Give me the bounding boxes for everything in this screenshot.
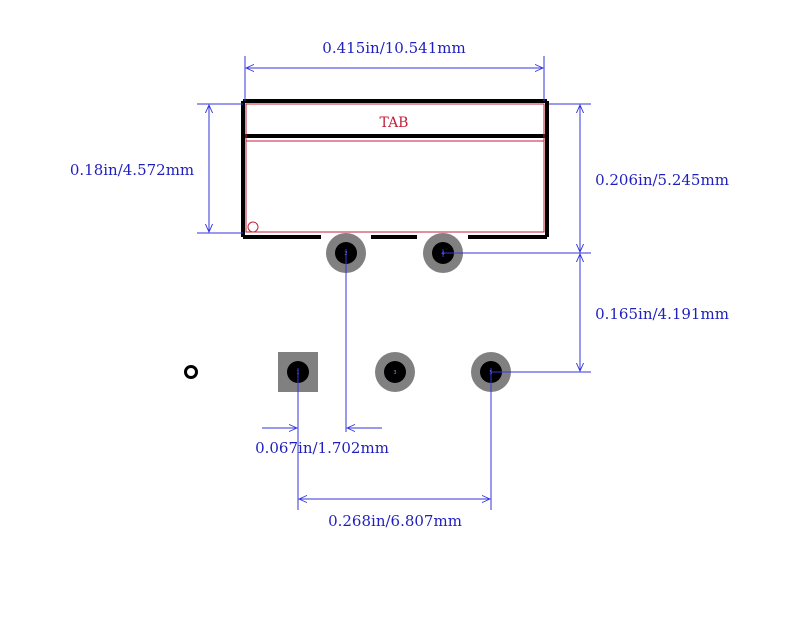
row-spacing-label: 0.165in/4.191mm [595, 305, 729, 323]
pad-center-markers [297, 249, 492, 376]
dimension-pin-span [297, 372, 492, 510]
package-outline [241, 99, 549, 239]
body-height-label: 0.18in/4.572mm [70, 161, 194, 179]
dimension-tab-to-row [443, 103, 591, 254]
dimension-row-spacing [491, 254, 591, 373]
pin1-marker-circle [247, 221, 259, 233]
pin-pitch-label: 0.067in/1.702mm [255, 439, 389, 457]
pad-3-number: 3 [393, 370, 396, 376]
silkscreen: TAB [245, 103, 545, 233]
dimension-body-height [197, 103, 243, 234]
pad-3: 3 [375, 352, 415, 392]
tab-to-row-label: 0.206in/5.245mm [595, 171, 729, 189]
dimension-body-width [244, 56, 545, 101]
tab-label: TAB [380, 115, 409, 131]
body-width-label: 0.415in/10.541mm [322, 39, 465, 57]
origin-marker [184, 365, 198, 379]
dimension-pin-pitch [262, 253, 382, 440]
pin-span-label: 0.268in/6.807mm [328, 512, 462, 530]
